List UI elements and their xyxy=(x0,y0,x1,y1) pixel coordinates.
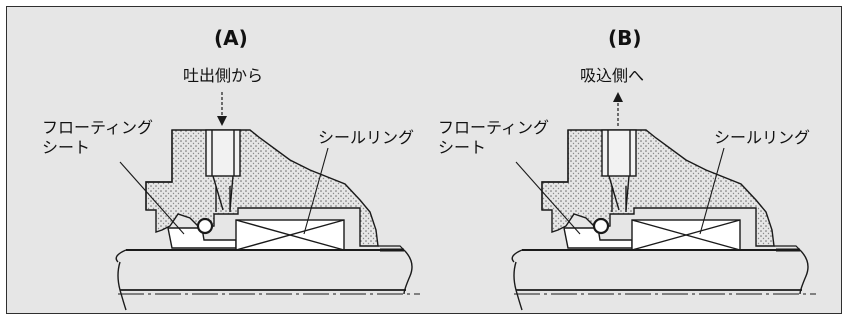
leader-seal-ring-b xyxy=(699,147,725,235)
floating-seat-label-b-line1: フローティング xyxy=(438,118,550,137)
housing-a xyxy=(145,129,379,247)
seal-ring-label-b: シールリング xyxy=(714,128,811,147)
seal-ring-label-a: シールリング xyxy=(318,128,415,147)
flow-arrow-b xyxy=(613,92,623,102)
floating-seat-label-a-line2: シート xyxy=(42,138,91,157)
floating-seat-label-a-line1: フローティング xyxy=(42,118,154,137)
o-ring-b xyxy=(592,217,610,235)
panel-b-title: (B) xyxy=(608,26,642,50)
housing-b xyxy=(541,129,775,247)
figure-frame xyxy=(6,6,842,314)
leader-seal-ring-a xyxy=(303,147,329,235)
shaft-left-end-a xyxy=(117,261,127,311)
panel-b xyxy=(511,92,816,311)
shaft-left-end-b xyxy=(513,261,523,311)
panel-a xyxy=(115,92,420,311)
flow-arrow-a xyxy=(217,116,227,126)
leader-floating-seat-a xyxy=(119,161,185,235)
floating-seat-label-b-line2: シート xyxy=(438,138,487,157)
port-bore-b xyxy=(601,129,637,177)
flow-label-b: 吸込側へ xyxy=(580,66,645,85)
panel-a-title: (A) xyxy=(214,26,248,50)
port-bore-a xyxy=(205,129,241,177)
flow-label-a: 吐出側から xyxy=(183,66,264,85)
o-ring-a xyxy=(196,217,214,235)
leader-floating-seat-b xyxy=(515,161,581,235)
